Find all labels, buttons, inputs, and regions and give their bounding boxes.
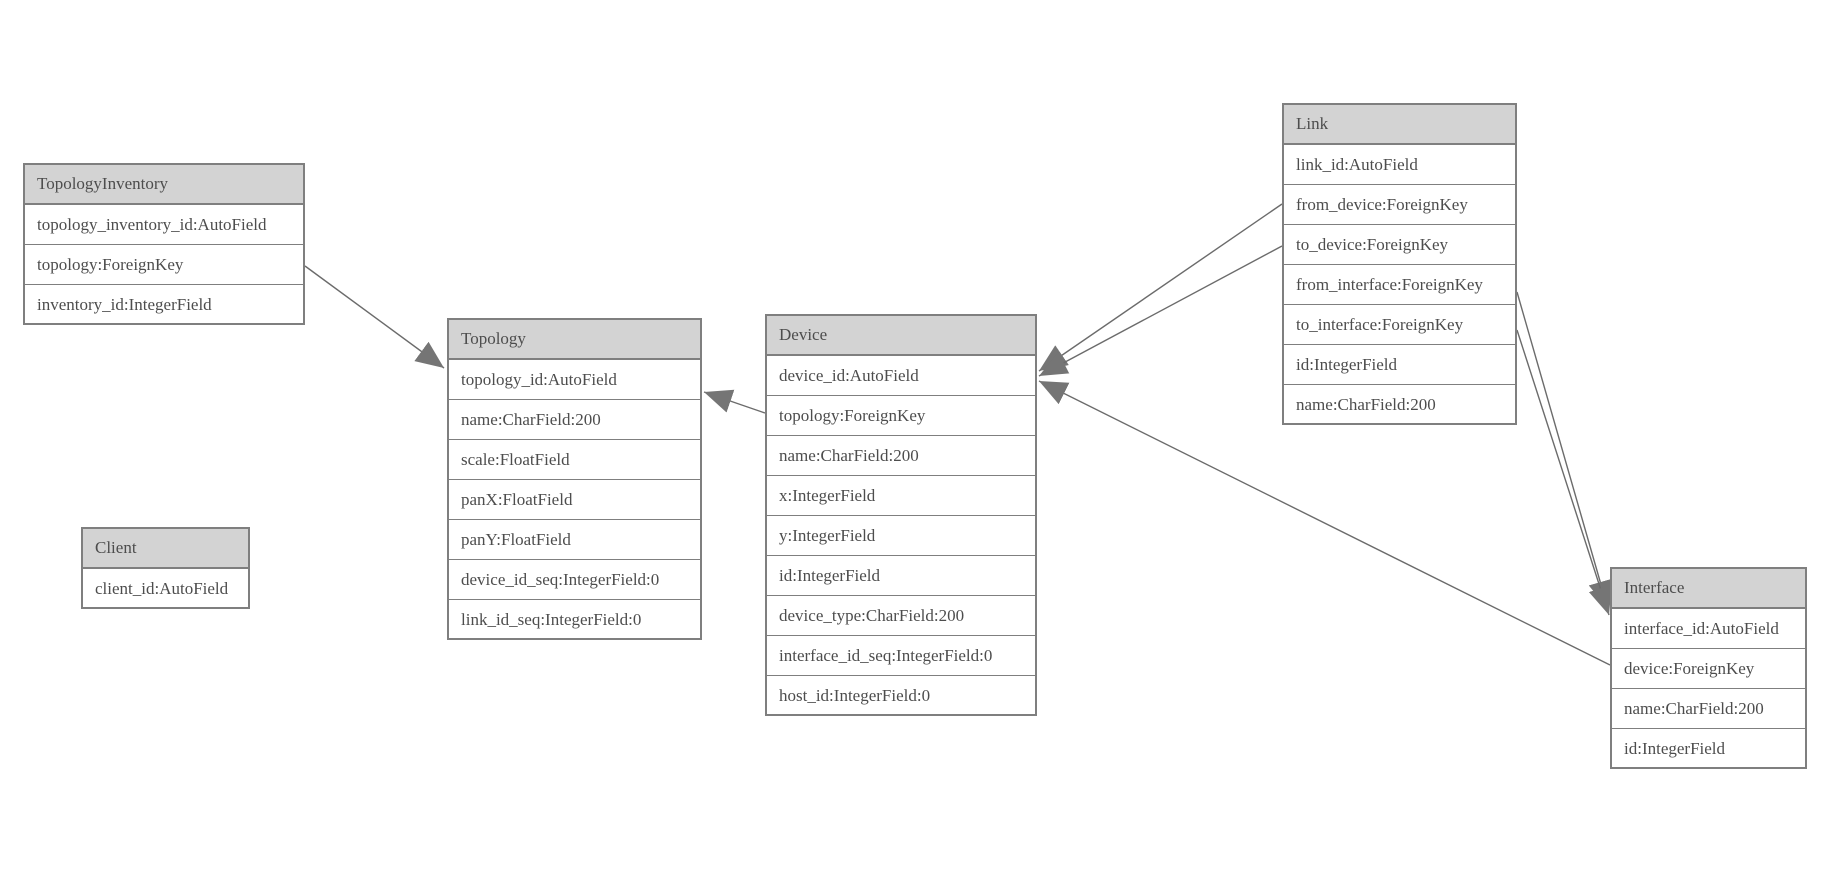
entity-topology-field-scale: scale:FloatField <box>449 440 700 480</box>
entity-device-field-device_id: device_id:AutoField <box>767 356 1035 396</box>
entity-link-field-link_id: link_id:AutoField <box>1284 145 1515 185</box>
entity-device-title: Device <box>767 316 1035 356</box>
entity-device-field-device_type: device_type:CharField:200 <box>767 596 1035 636</box>
entity-link-title: Link <box>1284 105 1515 145</box>
entity-interface-field-id: id:IntegerField <box>1612 729 1805 767</box>
entity-topology-field-link_id_seq: link_id_seq:IntegerField:0 <box>449 600 700 638</box>
entity-link-field-to_device: to_device:ForeignKey <box>1284 225 1515 265</box>
entity-link-field-from_device: from_device:ForeignKey <box>1284 185 1515 225</box>
entity-topology-inventory-title: TopologyInventory <box>25 165 303 205</box>
entity-link-field-name: name:CharField:200 <box>1284 385 1515 423</box>
entity-interface-field-device: device:ForeignKey <box>1612 649 1805 689</box>
entity-topology-title: Topology <box>449 320 700 360</box>
entity-link-field-from_interface: from_interface:ForeignKey <box>1284 265 1515 305</box>
entity-topology-inventory-field-topology_inventory_id: topology_inventory_id:AutoField <box>25 205 303 245</box>
relation-arrow-device-topology-to-topology <box>703 389 766 414</box>
relation-arrow-link-to_interface-to-interface <box>1516 329 1612 616</box>
entity-link-field-id: id:IntegerField <box>1284 345 1515 385</box>
entity-topology-inventory-field-inventory_id: inventory_id:IntegerField <box>25 285 303 323</box>
entity-device-field-name: name:CharField:200 <box>767 436 1035 476</box>
entity-device-field-id: id:IntegerField <box>767 556 1035 596</box>
entity-device-field-host_id: host_id:IntegerField:0 <box>767 676 1035 714</box>
entity-interface-title: Interface <box>1612 569 1805 609</box>
entity-device-field-topology: topology:ForeignKey <box>767 396 1035 436</box>
entity-device-field-y: y:IntegerField <box>767 516 1035 556</box>
entity-interface-field-interface_id: interface_id:AutoField <box>1612 609 1805 649</box>
entity-device-field-interface_id_seq: interface_id_seq:IntegerField:0 <box>767 636 1035 676</box>
entity-topology-field-name: name:CharField:200 <box>449 400 700 440</box>
relation-arrow-link-from_interface-to-interface <box>1516 291 1612 610</box>
entity-topology-field-panX: panX:FloatField <box>449 480 700 520</box>
entity-topology-field-device_id_seq: device_id_seq:IntegerField:0 <box>449 560 700 600</box>
entity-topology-inventory-field-topology: topology:ForeignKey <box>25 245 303 285</box>
relation-arrow-link-to_device-to-device <box>1038 245 1283 377</box>
entity-link-field-to_interface: to_interface:ForeignKey <box>1284 305 1515 345</box>
entity-interface-field-name: name:CharField:200 <box>1612 689 1805 729</box>
entity-topology-field-panY: panY:FloatField <box>449 520 700 560</box>
entity-device-field-x: x:IntegerField <box>767 476 1035 516</box>
entity-client-title: Client <box>83 529 248 569</box>
relation-arrow-topologyinventory-topology-to-topology <box>304 265 445 369</box>
entity-topology-field-topology_id: topology_id:AutoField <box>449 360 700 400</box>
relation-arrow-link-from_device-to-device <box>1038 203 1283 372</box>
entity-client-field-client_id: client_id:AutoField <box>83 569 248 607</box>
